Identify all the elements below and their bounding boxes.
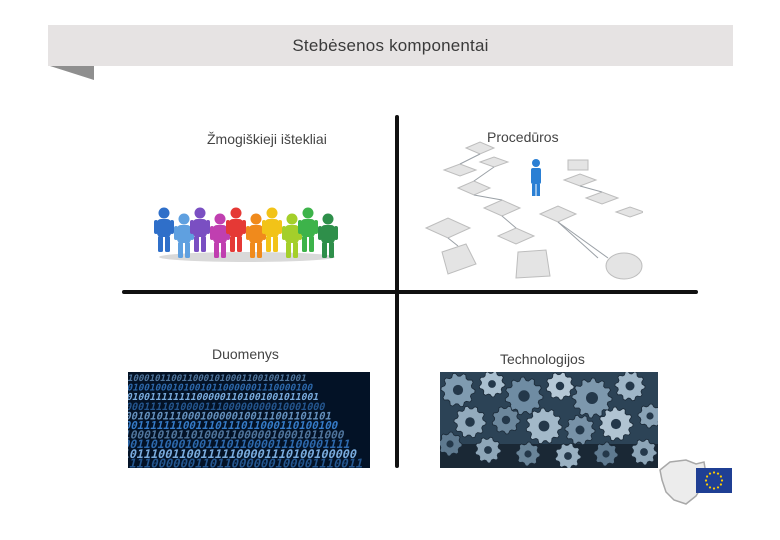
svg-text:100011110100001110000000001000: 1000111101000011100000000010001000: [128, 402, 326, 413]
eu-lithuania-logo: [659, 459, 732, 505]
people-group-icon: [154, 207, 338, 262]
gears-icon: [440, 372, 658, 468]
svg-text:000101011100010000010011100110: 0001010111000100000100111001101101: [128, 411, 333, 423]
person-figure: [262, 207, 282, 252]
svg-text:010001011001100010100011001001: 0100010110011000101000110010011001: [128, 374, 308, 384]
title-tab-decoration: [50, 66, 94, 80]
person-figure: [298, 207, 318, 252]
person-figure: [282, 213, 302, 258]
label-procedures: Procedūros: [487, 129, 559, 145]
binary-code-icon: 0100010110011000101000110010011001001001…: [128, 372, 370, 468]
person-figure: [210, 213, 230, 258]
title-bar: Stebėsenos komponentai: [48, 25, 733, 66]
svg-text:011110000001101100000010000111: 0111100000011011000000100001110011: [128, 457, 365, 468]
person-figure: [318, 213, 338, 258]
person-figure: [174, 213, 194, 258]
label-data: Duomenys: [212, 346, 279, 362]
svg-text:100111111100111011101100011010: 1001111111001110111011000110100100: [128, 419, 340, 432]
svg-text:000110100010011101100001110000: 0001101000100111011000011100001111: [128, 437, 352, 451]
label-human-resources: Žmogiškieji ištekliai: [207, 131, 327, 147]
slide-title: Stebėsenos komponentai: [292, 35, 489, 55]
person-figure: [226, 207, 246, 252]
svg-text:110001010110100011000001000101: 1100010101101000110000010001011000: [128, 429, 346, 442]
person-figure: [190, 207, 210, 252]
horizontal-divider: [122, 290, 698, 294]
person-figure: [246, 213, 266, 258]
svg-text:001001000101001011000000111000: 0010010001010010110000001110000100: [128, 383, 314, 394]
svg-text:001001111111100000110100100101: 0010011111111000001101001001011001: [128, 392, 320, 403]
svg-text:010111001100111110000111010010: 0101110011001111100001110100100000: [128, 447, 359, 461]
label-technologies: Technologijos: [500, 351, 585, 367]
person-figure: [154, 207, 174, 252]
flowchart-icon: [424, 141, 643, 280]
